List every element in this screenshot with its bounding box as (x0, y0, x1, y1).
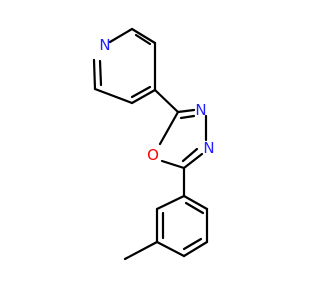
bond-c-c-top-inner (134, 33, 152, 46)
bond-c-n-lower (92, 58, 97, 91)
phenyl-ring (155, 194, 209, 258)
bond-n4-c5-outer (182, 152, 204, 170)
bond-c-c-top (130, 27, 157, 45)
bond-c5-o1 (160, 159, 186, 170)
pyridine-nitrogen-label: N (99, 36, 110, 54)
bond-ph-c1-c2 (182, 194, 209, 211)
bond-ph-c3-c4 (182, 240, 209, 258)
bond-n4-c5-inner (181, 147, 199, 163)
oxadiazole-nitrogen-4-label: N (203, 139, 214, 157)
oxadiazole-ring (158, 108, 208, 170)
bond-c-c-bottom (130, 88, 157, 105)
bond-c2-n3-outer (176, 108, 196, 114)
bond-c-c-bottom-inner (130, 85, 152, 99)
bond-ph-c4-c5 (155, 240, 186, 258)
bond-methyl (123, 240, 159, 261)
bond-ph-c6-c1 (155, 194, 186, 211)
bond-c-c-left (93, 87, 134, 105)
bond-ph-c3-c4-inner (182, 237, 203, 251)
bond-c-n-lower-inner (98, 59, 103, 87)
bond-pyridine-oxadiazole (153, 88, 180, 114)
bond-c2-n3-inner (179, 114, 196, 120)
bond-n-c-upper (108, 27, 134, 44)
bond-ph-c1-c2-inner (184, 201, 205, 215)
molecule-structure: N O N N (92, 27, 215, 261)
oxadiazole-oxygen-label: O (147, 146, 159, 164)
bond-o1-c2 (158, 110, 180, 146)
pyridine-ring (92, 27, 157, 105)
oxadiazole-nitrogen-3-label: N (195, 101, 206, 119)
